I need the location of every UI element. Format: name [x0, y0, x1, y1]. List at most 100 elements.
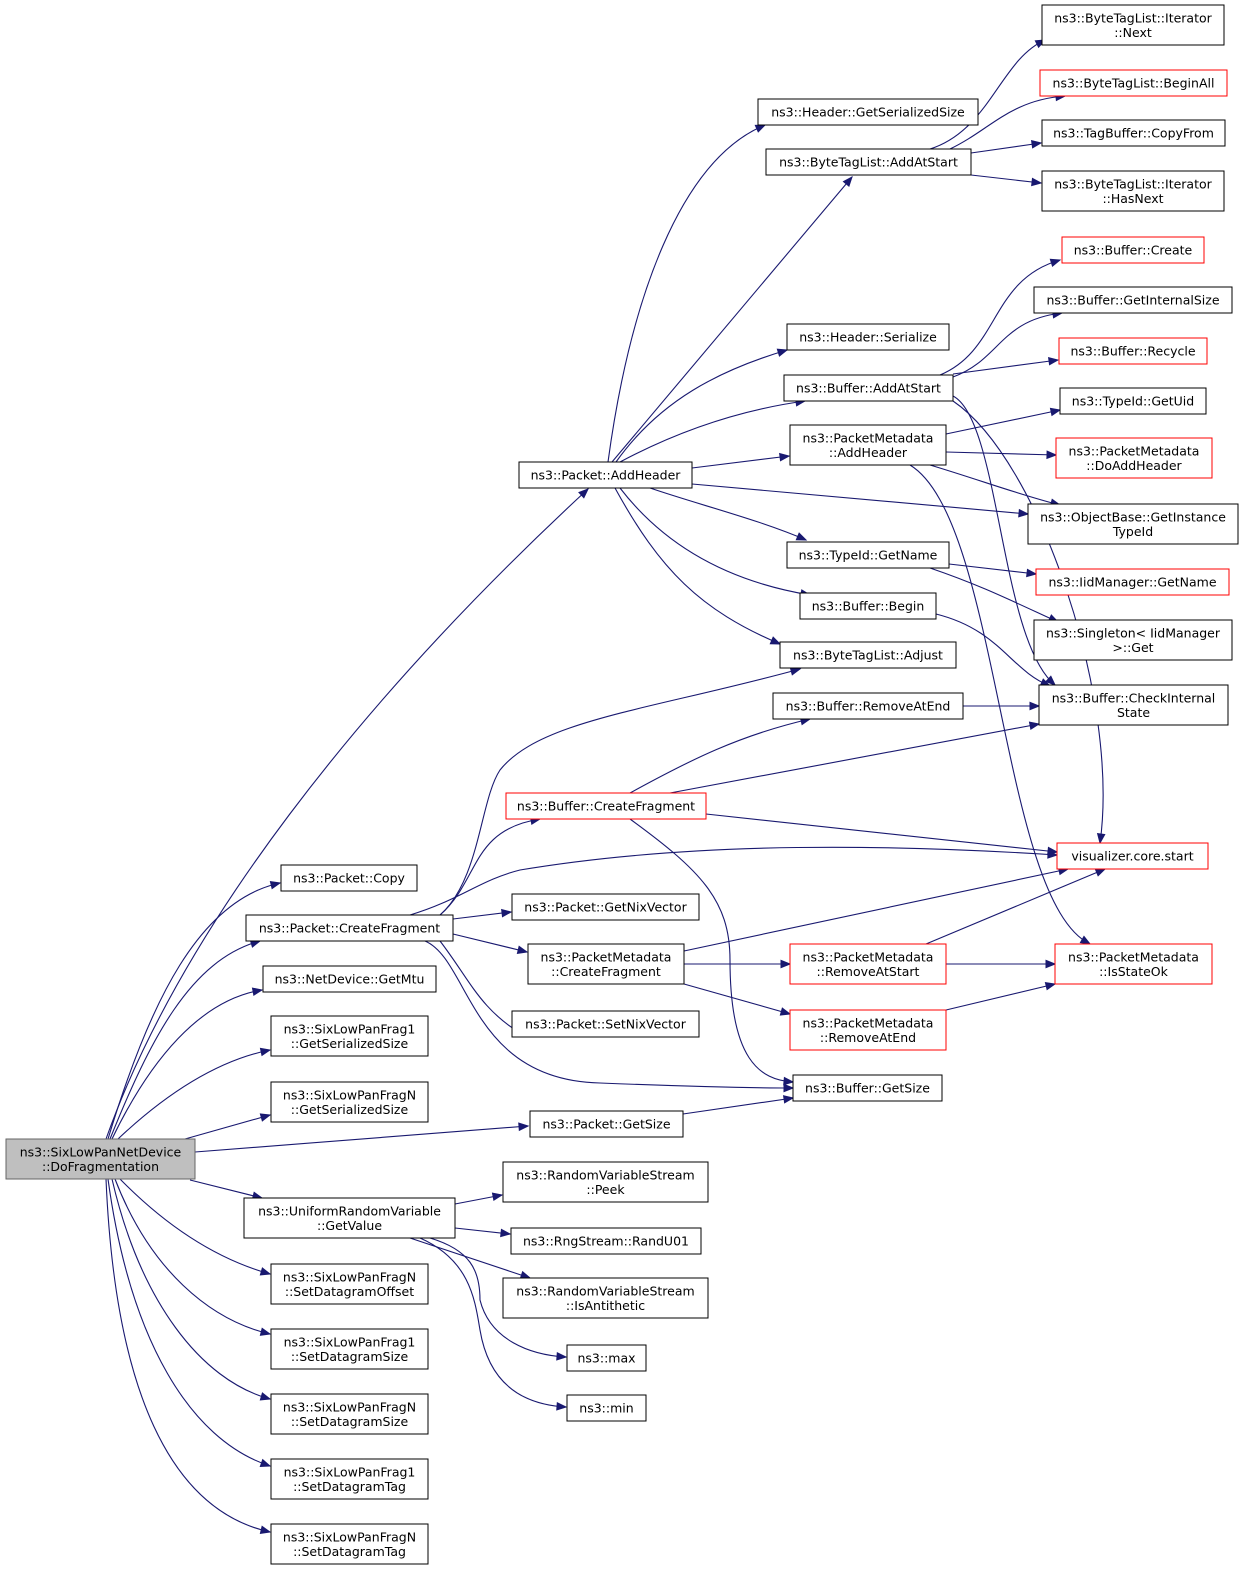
node-box [799, 592, 937, 620]
node-btl-add-at-start[interactable]: ns3::ByteTagList::AddAtStart [765, 148, 972, 176]
node-box [792, 1074, 943, 1102]
node-pm-is-state-ok[interactable]: ns3::PacketMetadata::IsStateOk [1054, 943, 1213, 985]
node-frag1-set-size[interactable]: ns3::SixLowPanFrag1::SetDatagramSize [270, 1328, 429, 1370]
edge-root-to-urv-get-value [189, 1179, 264, 1200]
arrowhead [516, 945, 529, 954]
node-label-line: ns3::ByteTagList::Iterator [1054, 10, 1212, 25]
node-pm-add-header[interactable]: ns3::PacketMetadata::AddHeader [789, 424, 947, 466]
node-buf-add-at-start[interactable]: ns3::Buffer::AddAtStart [783, 374, 954, 402]
node-tid-get-uid[interactable]: ns3::TypeId::GetUid [1059, 387, 1207, 415]
node-hdr-get-ser-size[interactable]: ns3::Header::GetSerializedSize [757, 98, 979, 126]
node-label-line: ns3::Packet::AddHeader [531, 468, 682, 483]
node-label-line: ns3::Buffer::CreateFragment [517, 799, 695, 814]
arrowhead [754, 124, 767, 133]
edge-urv-get-value-to-rng-rand-u01 [454, 1227, 512, 1238]
node-pm-create-fragment[interactable]: ns3::PacketMetadata::CreateFragment [527, 943, 685, 985]
arrowhead [842, 175, 853, 188]
arrowhead [259, 1113, 272, 1122]
call-nodes: ns3::SixLowPanNetDevice::DoFragmentation… [5, 4, 1239, 1565]
node-pkt-copy[interactable]: ns3::Packet::Copy [280, 864, 418, 892]
arrowhead [251, 987, 264, 997]
node-pm-do-add-header[interactable]: ns3::PacketMetadata::DoAddHeader [1055, 437, 1213, 479]
node-iid-get-name[interactable]: ns3::IidManager::GetName [1035, 568, 1230, 596]
arrowhead [1026, 568, 1038, 578]
node-frag1-set-tag[interactable]: ns3::SixLowPanFrag1::SetDatagramTag [270, 1458, 429, 1500]
edge-root-to-get-mtu [111, 987, 264, 1140]
node-box [1055, 437, 1213, 479]
node-box [765, 148, 972, 176]
node-label-line: ns3::RngStream::RandU01 [523, 1234, 689, 1249]
node-pkt-set-nix[interactable]: ns3::Packet::SetNixVector [511, 1010, 700, 1038]
node-btl-iter-has-next[interactable]: ns3::ByteTagList::Iterator::HasNext [1041, 170, 1225, 212]
node-buf-create-fragment[interactable]: ns3::Buffer::CreateFragment [505, 792, 707, 820]
node-root[interactable]: ns3::SixLowPanNetDevice::DoFragmentation [5, 1138, 196, 1180]
node-pm-remove-at-start[interactable]: ns3::PacketMetadata::RemoveAtStart [789, 943, 947, 985]
node-box [245, 914, 454, 942]
node-get-mtu[interactable]: ns3::NetDevice::GetMtu [262, 965, 437, 993]
arrowhead [776, 348, 789, 357]
node-rng-rand-u01[interactable]: ns3::RngStream::RandU01 [510, 1227, 702, 1255]
edge-root-to-frag-nset-tag [105, 1178, 272, 1534]
node-tid-get-name[interactable]: ns3::TypeId::GetName [786, 541, 950, 569]
node-buf-recycle[interactable]: ns3::Buffer::Recycle [1058, 337, 1208, 365]
node-btl-begin-all[interactable]: ns3::ByteTagList::BeginAll [1039, 69, 1228, 97]
edge-add-header-to-hdr-serialize [615, 348, 789, 463]
node-viz-core-start[interactable]: visualizer.core.start [1056, 842, 1209, 870]
edge-add-header-to-buf-add-at-start [619, 398, 807, 463]
node-rvs-is-anti[interactable]: ns3::RandomVariableStream::IsAntithetic [502, 1277, 709, 1319]
node-label-line: ::SetDatagramTag [293, 1544, 406, 1559]
edge-add-header-to-btl-adjust [614, 487, 782, 645]
edge-add-header-to-pm-add-header [691, 452, 791, 469]
edge-pm-add-header-to-tid-get-uid [945, 407, 1062, 435]
node-pm-remove-at-end[interactable]: ns3::PacketMetadata::RemoveAtEnd [789, 1009, 947, 1051]
arrowhead [1030, 140, 1043, 149]
edge-root-to-frag1-set-tag [107, 1178, 272, 1467]
node-label-line: ns3::Packet::CreateFragment [259, 921, 440, 936]
arrowhead [1096, 833, 1106, 845]
node-urv-get-value[interactable]: ns3::UniformRandomVariable::GetValue [243, 1197, 456, 1239]
arrowhead [1028, 721, 1041, 731]
edge-root-to-frag-nget-ser-size [184, 1113, 272, 1140]
edge-pkt-create-fragment-to-viz-core-start [409, 846, 1059, 916]
node-btl-iter-next[interactable]: ns3::ByteTagList::Iterator::Next [1041, 4, 1225, 46]
arrowhead [259, 1047, 272, 1057]
node-rvs-peek[interactable]: ns3::RandomVariableStream::Peek [502, 1161, 709, 1203]
node-btl-adjust[interactable]: ns3::ByteTagList::Adjust [779, 641, 957, 669]
edge-pkt-create-fragment-to-buf-get-size [424, 940, 795, 1093]
node-buf-begin[interactable]: ns3::Buffer::Begin [799, 592, 937, 620]
node-buf-create[interactable]: ns3::Buffer::Create [1061, 236, 1205, 264]
node-frag-nset-tag[interactable]: ns3::SixLowPanFragN::SetDatagramTag [270, 1523, 429, 1565]
node-box [262, 965, 437, 993]
node-box [1059, 387, 1207, 415]
node-pkt-create-fragment[interactable]: ns3::Packet::CreateFragment [245, 914, 454, 942]
node-ns-max[interactable]: ns3::max [566, 1344, 647, 1372]
edge-pkt-get-size-to-buf-get-size [682, 1095, 795, 1115]
node-box [786, 541, 950, 569]
node-add-header[interactable]: ns3::Packet::AddHeader [518, 461, 693, 489]
arrowhead [1079, 935, 1092, 945]
node-frag1-get-ser-size[interactable]: ns3::SixLowPanFrag1::GetSerializedSize [270, 1015, 429, 1057]
node-label-line: ::GetSerializedSize [291, 1036, 409, 1051]
node-box [779, 641, 957, 669]
node-box [511, 1010, 700, 1038]
node-frag-nset-size[interactable]: ns3::SixLowPanFragN::SetDatagramSize [270, 1393, 429, 1435]
node-box [270, 1263, 429, 1305]
node-buf-get-size[interactable]: ns3::Buffer::GetSize [792, 1074, 943, 1102]
node-frag-nset-offset[interactable]: ns3::SixLowPanFragN::SetDatagramOffset [270, 1263, 429, 1305]
node-pkt-get-nix[interactable]: ns3::Packet::GetNixVector [511, 893, 700, 921]
node-label-line: ::SetDatagramSize [291, 1414, 409, 1429]
node-buf-get-internal-size[interactable]: ns3::Buffer::GetInternalSize [1033, 286, 1233, 314]
node-tag-buf-copy-from[interactable]: ns3::TagBuffer::CopyFrom [1041, 119, 1226, 147]
node-singleton-get[interactable]: ns3::Singleton< IidManager>::Get [1033, 619, 1233, 661]
node-buf-remove-at-end[interactable]: ns3::Buffer::RemoveAtEnd [772, 692, 964, 720]
node-label-line: ns3::Header::Serialize [799, 330, 937, 345]
node-hdr-serialize[interactable]: ns3::Header::Serialize [786, 323, 950, 351]
node-label-line: ns3::SixLowPanFrag1 [284, 1464, 416, 1479]
node-frag-nget-ser-size[interactable]: ns3::SixLowPanFragN::GetSerializedSize [270, 1081, 429, 1123]
arrowhead [780, 959, 792, 969]
node-pkt-get-size[interactable]: ns3::Packet::GetSize [529, 1110, 684, 1138]
node-box [270, 1328, 429, 1370]
node-ns-min[interactable]: ns3::min [566, 1394, 647, 1422]
